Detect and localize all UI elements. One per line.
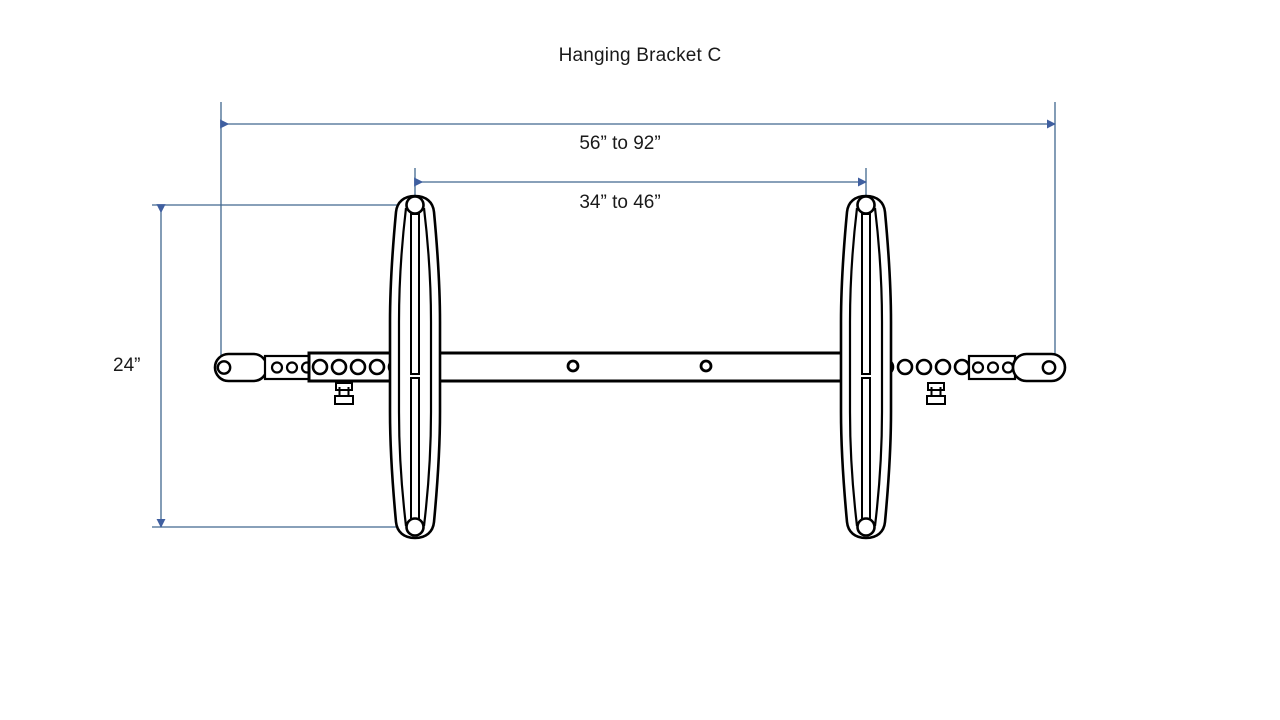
arm-slot-upper <box>861 213 871 375</box>
arm-pivot-hole-bottom <box>856 517 876 537</box>
hanger-clamp-right <box>926 382 946 405</box>
vertical-arm-left <box>388 194 442 540</box>
rail-extension-hole-right-1 <box>971 361 985 374</box>
dimension-overall-height <box>152 204 412 528</box>
vertical-arm-right <box>839 194 893 540</box>
rail-extension-hole-left-1 <box>270 361 284 374</box>
arm-inner-taper-line <box>848 207 859 527</box>
rail-hole-left-4 <box>368 358 386 376</box>
rail-hole-left-2 <box>330 358 348 376</box>
rail-end-cap-hole-right <box>1041 360 1057 375</box>
dimension-label-overall-height: 24” <box>113 355 141 376</box>
arm-slot-lower <box>410 377 420 521</box>
rail-extension-hole-right-3 <box>1001 361 1015 374</box>
dimension-label-arm-spacing: 34” to 46” <box>579 192 661 213</box>
rail-extension-hole-right-2 <box>986 361 1000 374</box>
rail-hole-right-4 <box>915 358 933 376</box>
rail-end-cap-right <box>1011 352 1067 383</box>
arm-pivot-hole-top <box>405 195 425 215</box>
hanger-clamp-left <box>334 382 354 405</box>
dimension-label-overall-width: 56” to 92” <box>579 133 661 154</box>
rail-hole-center-right <box>699 359 713 373</box>
rail-hole-right-5 <box>934 358 952 376</box>
dimension-overall-width <box>220 102 1056 360</box>
clamp-bottom-plate <box>926 395 946 405</box>
clamp-top-plate <box>927 382 945 391</box>
horizontal-rail-assembly <box>213 351 1067 383</box>
clamp-bottom-plate <box>334 395 354 405</box>
rail-extension-hole-left-2 <box>285 361 299 374</box>
rail-hole-right-6 <box>953 358 971 376</box>
page-title: Hanging Bracket C <box>558 45 722 66</box>
dimension-arm-spacing <box>414 168 867 205</box>
rail-end-cap-hole-left <box>216 360 232 375</box>
arm-slot-lower <box>861 377 871 521</box>
arm-slot-upper <box>410 213 420 375</box>
arm-inner-taper-line <box>397 207 408 527</box>
arm-pivot-hole-top <box>856 195 876 215</box>
arm-inner-taper-line-right <box>422 207 433 527</box>
arm-pivot-hole-bottom <box>405 517 425 537</box>
arm-inner-taper-line-right <box>873 207 884 527</box>
rail-hole-left-1 <box>311 358 329 376</box>
clamp-top-plate <box>335 382 353 391</box>
rail-hole-left-3 <box>349 358 367 376</box>
rail-hole-right-3 <box>896 358 914 376</box>
rail-hole-center-left <box>566 359 580 373</box>
